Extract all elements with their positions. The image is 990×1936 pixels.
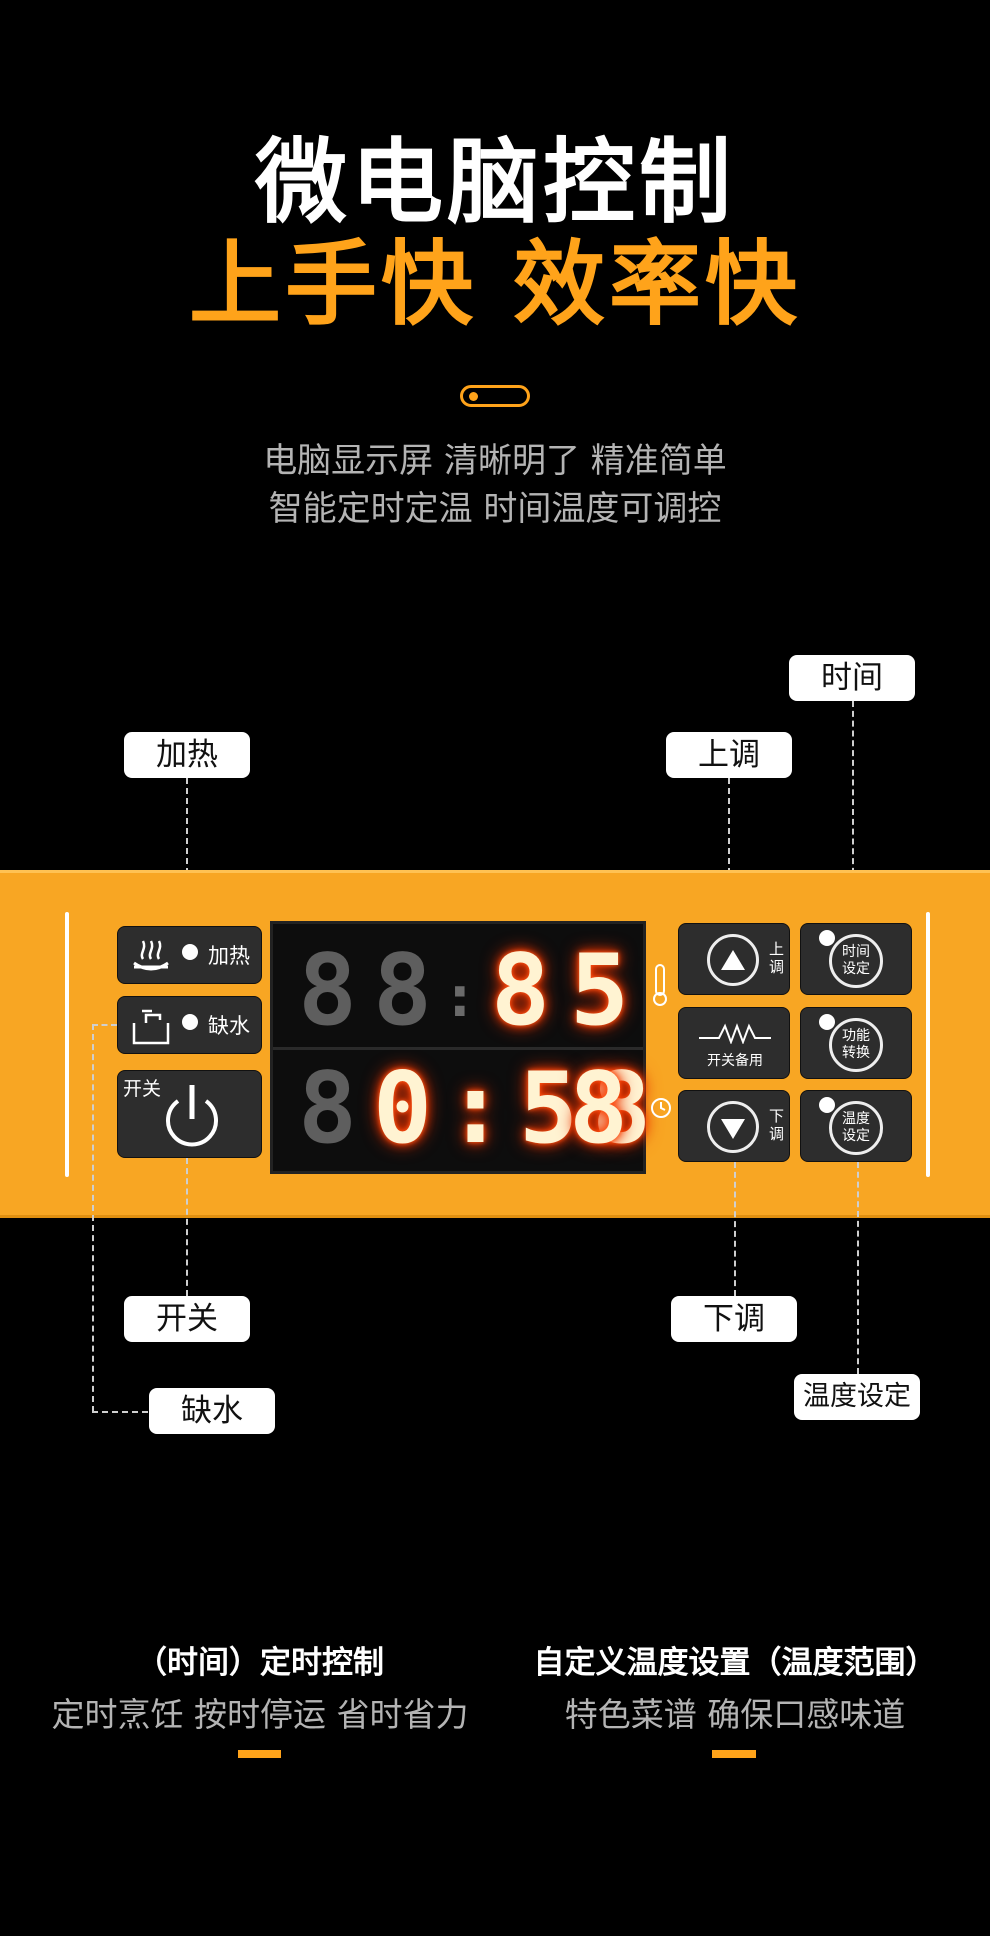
faucet-icon: [132, 1009, 170, 1045]
leader-line-up: [728, 778, 730, 924]
feature-2-text: 特色菜谱 确保口感味道: [564, 1695, 906, 1734]
feature-1-heading: （时间）定时控制: [136, 1645, 384, 1681]
lcd-top-digit-2: 8: [373, 934, 433, 1048]
heat-label: 加热: [208, 944, 250, 968]
function-switch-button[interactable]: 功能 转换: [800, 1007, 912, 1079]
steam-icon: [133, 940, 169, 971]
up-label-1: 上: [769, 940, 785, 958]
feature-1-text: 定时烹饪 按时停运 省时省力: [51, 1695, 469, 1734]
feature-1-underline: [238, 1750, 281, 1758]
down-button[interactable]: 下 调: [678, 1090, 790, 1162]
power-label: 开关: [123, 1078, 162, 1100]
lcd-bottom-value: 0:58: [373, 1052, 666, 1166]
power-button[interactable]: 开关: [117, 1070, 262, 1158]
callout-heat: 加热: [124, 732, 250, 778]
backup-label: 开关备用: [707, 1053, 763, 1069]
leader-line-power: [186, 1158, 188, 1296]
lcd-bottom-digit-4: 8: [569, 1052, 629, 1166]
panel-edge-left: [65, 912, 69, 1177]
down-label-2: 调: [769, 1125, 785, 1143]
leader-line-water-vert: [92, 1024, 94, 1412]
thermometer-icon: [653, 964, 667, 1006]
backup-switch-button[interactable]: 开关备用: [678, 1007, 790, 1079]
heat-led: [182, 944, 198, 960]
clock-icon: [651, 1098, 671, 1118]
up-label-2: 调: [769, 958, 785, 976]
callout-water: 缺水: [149, 1388, 275, 1434]
feature-2-underline: [712, 1750, 756, 1758]
arrow-down-icon: [721, 1119, 745, 1139]
water-indicator: 缺水: [117, 996, 262, 1054]
subtitle-line-2: 智能定时定温 时间温度可调控: [268, 489, 722, 529]
water-label: 缺水: [208, 1014, 250, 1038]
toggle-divider-icon: [460, 385, 530, 407]
lcd-display: 8 8 : 85 8 0:58 8: [270, 921, 651, 1174]
callout-power: 开关: [124, 1296, 250, 1342]
leader-line-water-top: [92, 1024, 117, 1026]
callout-up: 上调: [666, 732, 792, 778]
heat-indicator: 加热: [117, 926, 262, 984]
temp-set-button[interactable]: 温度 设定: [800, 1090, 912, 1162]
headline-main: 微电脑控制: [254, 129, 735, 236]
callout-time: 时间: [789, 655, 915, 701]
panel-edge-right: [926, 912, 930, 1177]
lcd-top-colon: :: [449, 966, 471, 1029]
resistor-icon: [699, 1023, 771, 1044]
leader-line-temp: [857, 1162, 859, 1374]
feature-2-heading: 自定义温度设置（温度范围）: [533, 1645, 937, 1681]
lcd-top-digit-1: 8: [298, 934, 358, 1048]
arrow-up-icon: [721, 950, 745, 970]
subtitle-line-1: 电脑显示屏 清晰明了 精准简单: [263, 441, 727, 481]
callout-down: 下调: [671, 1296, 797, 1342]
leader-line-time: [852, 701, 854, 923]
time-set-button[interactable]: 时间 设定: [800, 923, 912, 995]
power-icon: [166, 1085, 218, 1147]
water-led: [182, 1014, 198, 1030]
lcd-bottom-digit-1: 8: [298, 1052, 358, 1166]
down-label-1: 下: [769, 1107, 785, 1125]
leader-line-water-bottom: [92, 1411, 148, 1413]
lcd-top-value: 85: [491, 934, 650, 1048]
leader-line-heat: [186, 778, 188, 924]
up-button[interactable]: 上 调: [678, 923, 790, 995]
headline-accent: 上手快 效率快: [188, 231, 802, 338]
callout-temp-set: 温度设定: [794, 1374, 920, 1420]
leader-line-down: [734, 1162, 736, 1296]
